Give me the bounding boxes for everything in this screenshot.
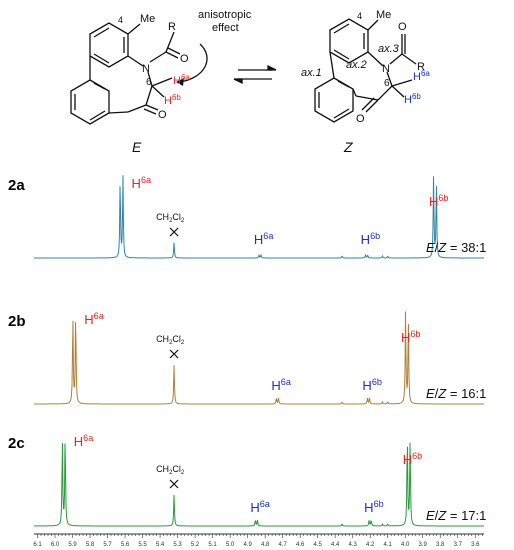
ppm-tick-label: 4.1 — [384, 542, 393, 548]
spectrum-trace-2b — [34, 311, 484, 405]
e-c6-label: 6 — [146, 77, 152, 88]
h6b-minor-label-2b: H6b — [362, 377, 382, 393]
ppm-tick-label: 5.5 — [138, 542, 147, 548]
ppm-tick-label: 3.6 — [471, 542, 480, 548]
ppm-tick-label: 4.3 — [349, 542, 358, 548]
ppm-tick-label: 6.1 — [33, 542, 42, 548]
h6a-major-label-2b: H6a — [84, 311, 104, 327]
z-h6b-label: H6b — [404, 92, 421, 106]
e-isomer-label: E — [132, 139, 142, 155]
h6b-minor-label-2c: H6b — [364, 499, 384, 515]
ez-ratio-2a: E/Z = 38:1 — [426, 240, 486, 255]
solvent-label-2a: CH2Cl2 — [156, 212, 185, 224]
ppm-tick-label: 5.8 — [86, 542, 95, 548]
ppm-tick-label: 4.7 — [278, 542, 287, 548]
compound-label-2b: 2b — [8, 313, 26, 330]
ppm-tick-label: 4.6 — [296, 542, 305, 548]
ppm-tick-label: 4.9 — [243, 542, 252, 548]
h6b-major-label-2c: H6b — [403, 451, 423, 467]
z-ax1-label: ax.1 — [301, 67, 322, 79]
ppm-tick-label: 4.8 — [261, 542, 270, 548]
e-ketone-oxygen-label: O — [158, 109, 167, 121]
ppm-tick-label: 5.1 — [208, 542, 217, 548]
h6a-major-label-2c: H6a — [74, 433, 94, 449]
ppm-tick-label: 6.0 — [51, 542, 60, 548]
solvent-label-2b: CH2Cl2 — [156, 334, 185, 346]
z-c6-label: 6 — [384, 78, 390, 89]
h6a-minor-label-2b: H6a — [271, 377, 291, 393]
ppm-tick-label: 4.2 — [366, 542, 375, 548]
h6b-major-label-2b: H6b — [401, 329, 421, 345]
h6b-major-label-2a: H6b — [429, 193, 449, 209]
ez-ratio-2b: E/Z = 16:1 — [426, 386, 486, 401]
ppm-tick-label: 5.7 — [103, 542, 112, 548]
e-h6b-label: H6b — [164, 93, 181, 107]
z-r-label: R — [417, 61, 425, 73]
e-isomer-structure — [70, 22, 181, 125]
equilibrium-arrows — [233, 64, 277, 85]
anisotropic-arrow — [179, 43, 208, 83]
anisotropic-label-line2: effect — [212, 22, 239, 34]
z-nitrogen-label: N — [382, 63, 390, 75]
ppm-axis: 6.1 6.0 5.9 5.8 5.7 5.6 5.5 5.4 5.3 5.2 5.1 5.0 4.9 4… — [33, 533, 484, 548]
ppm-tick-label: 5.4 — [156, 542, 165, 548]
ppm-tick-label: 3.7 — [454, 542, 463, 548]
solvent-cross-mark-2c — [169, 479, 179, 489]
h6a-minor-label-2c: H6a — [250, 499, 270, 515]
solvent-cross-mark-2a — [169, 227, 179, 237]
z-ax3-label: ax.3 — [378, 43, 400, 55]
ez-ratio-2c: E/Z = 17:1 — [426, 508, 486, 523]
ppm-tick-label: 5.9 — [68, 542, 77, 548]
z-ax2-label: ax.2 — [346, 59, 367, 71]
compound-label-2c: 2c — [8, 435, 25, 452]
h6b-minor-label-2a: H6b — [361, 231, 381, 247]
z-h6a-label: H6a — [413, 69, 430, 83]
e-nitrogen-label: N — [142, 63, 150, 75]
ppm-tick-label: 4.0 — [401, 542, 410, 548]
spectrum-trace-2c — [34, 442, 484, 527]
compound-label-2a: 2a — [8, 177, 25, 194]
e-amide-oxygen-label: O — [180, 53, 189, 65]
ppm-tick-label: 5.0 — [226, 542, 235, 548]
ppm-tick-label: 4.5 — [313, 542, 322, 548]
solvent-cross-mark-2b — [169, 349, 179, 359]
h6a-minor-label-2a: H6a — [254, 231, 274, 247]
e-c4-label: 4 — [118, 15, 123, 25]
z-isomer-label: Z — [343, 139, 353, 155]
ppm-tick-label: 5.6 — [121, 542, 130, 548]
e-h6a-label: H6a — [173, 73, 190, 87]
z-amide-oxygen-label: O — [398, 21, 407, 33]
spectrum-trace-2a — [34, 175, 484, 259]
ppm-tick-label: 3.9 — [419, 542, 428, 548]
anisotropic-arrowhead — [176, 78, 184, 86]
ppm-tick-label: 5.2 — [191, 542, 200, 548]
ppm-tick-label: 3.8 — [436, 542, 445, 548]
ppm-tick-label: 5.3 — [173, 542, 182, 548]
h6a-major-label-2a: H6a — [132, 175, 152, 191]
e-methyl-label: Me — [140, 13, 155, 25]
z-isomer-structure — [314, 18, 417, 123]
ppm-tick-label: 4.4 — [331, 542, 340, 548]
z-c4-label: 4 — [357, 11, 362, 21]
solvent-label-2c: CH2Cl2 — [156, 464, 185, 476]
e-r-label: R — [168, 21, 176, 33]
z-ketone-oxygen-label: O — [356, 113, 365, 125]
anisotropic-label-line1: anisotropic — [198, 9, 252, 21]
z-methyl-label: Me — [376, 9, 391, 21]
